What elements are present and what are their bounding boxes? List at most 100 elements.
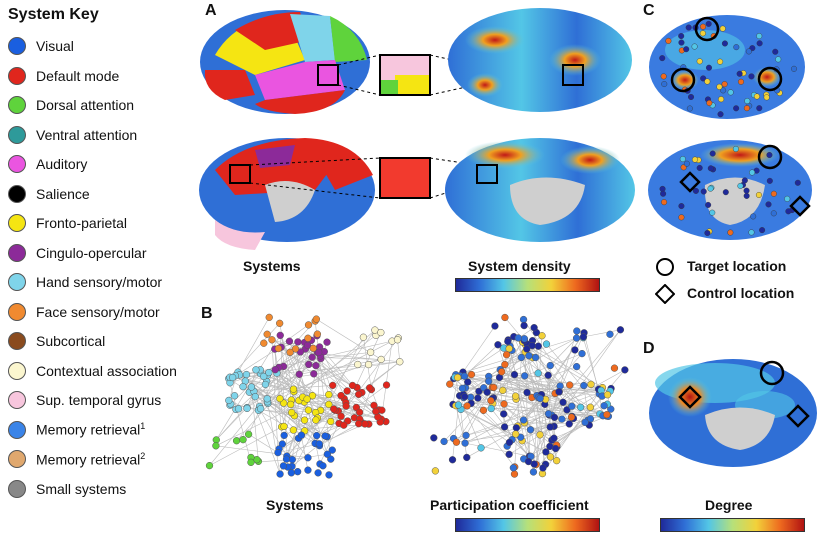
network-node bbox=[494, 341, 502, 349]
brain-node bbox=[659, 55, 666, 62]
brain-node bbox=[772, 48, 779, 55]
network-edge bbox=[237, 317, 270, 373]
system-key-label: Memory retrieval2 bbox=[36, 450, 146, 468]
network-node bbox=[271, 366, 279, 374]
network-node bbox=[550, 413, 559, 422]
system-key-label: Default mode bbox=[36, 67, 120, 84]
network-node bbox=[526, 426, 535, 434]
network-edge bbox=[259, 392, 362, 407]
network-node bbox=[321, 432, 329, 440]
brain-node bbox=[679, 156, 686, 163]
network-edge bbox=[319, 423, 365, 445]
network-node bbox=[355, 390, 363, 399]
network-node bbox=[314, 469, 322, 477]
brain-medial-degree bbox=[649, 359, 817, 467]
network-node bbox=[286, 348, 294, 356]
brain-node bbox=[743, 192, 750, 199]
brain-node bbox=[736, 70, 743, 77]
network-node bbox=[519, 315, 528, 324]
brain-node bbox=[700, 23, 707, 30]
network-node bbox=[586, 403, 595, 411]
network-node bbox=[474, 394, 482, 402]
network-node bbox=[337, 391, 345, 400]
network-edge bbox=[533, 391, 560, 473]
brain-node bbox=[737, 182, 744, 189]
network-edge bbox=[266, 361, 400, 382]
network-node bbox=[372, 407, 380, 416]
network-node bbox=[558, 415, 566, 423]
system-key-item: Memory retrieval2 bbox=[8, 448, 145, 470]
control-location-icon bbox=[655, 284, 675, 304]
network-node bbox=[377, 355, 385, 364]
network-edge bbox=[460, 409, 510, 443]
network-edge bbox=[550, 337, 577, 366]
network-edge bbox=[521, 357, 539, 398]
system-color-swatch bbox=[8, 184, 26, 203]
network-node bbox=[243, 404, 251, 413]
network-node bbox=[252, 366, 260, 374]
system-color-swatch bbox=[8, 302, 26, 321]
brain-node bbox=[750, 213, 757, 220]
network-edge bbox=[258, 410, 320, 446]
network-node bbox=[603, 411, 611, 419]
network-edge bbox=[509, 346, 534, 473]
network-edge bbox=[459, 355, 530, 397]
network-node bbox=[453, 373, 462, 382]
network-node bbox=[355, 408, 364, 416]
network-node bbox=[431, 467, 440, 475]
system-color-swatch bbox=[8, 125, 26, 144]
network-node bbox=[505, 344, 513, 353]
network-node bbox=[539, 464, 547, 472]
network-node bbox=[529, 468, 538, 476]
network-node bbox=[555, 388, 563, 396]
network-node bbox=[247, 458, 255, 466]
network-node bbox=[487, 404, 495, 413]
brain-node bbox=[665, 37, 672, 44]
system-key-item: Sup. temporal gyrus bbox=[8, 389, 161, 411]
brain-node bbox=[794, 179, 801, 186]
brain-node bbox=[721, 40, 728, 47]
network-node bbox=[523, 345, 531, 353]
system-key-label: Subcortical bbox=[36, 333, 106, 349]
network-node bbox=[247, 383, 256, 391]
network-node bbox=[576, 403, 585, 411]
network-node bbox=[370, 401, 378, 410]
network-node bbox=[261, 380, 270, 389]
network-node bbox=[501, 313, 509, 322]
network-edge bbox=[298, 400, 374, 406]
brain-node bbox=[691, 43, 698, 50]
network-node bbox=[285, 337, 294, 345]
brain-lateral-nodes bbox=[649, 15, 805, 119]
brain-node bbox=[748, 73, 755, 80]
network-node bbox=[500, 400, 508, 408]
panel-a-caption-density: System density bbox=[468, 258, 571, 274]
network-node bbox=[342, 402, 350, 410]
network-edge bbox=[284, 417, 318, 436]
panel-d-letter: D bbox=[643, 340, 655, 357]
network-node bbox=[328, 446, 336, 454]
network-node bbox=[276, 331, 284, 339]
network-node bbox=[553, 456, 561, 465]
zoom-inset-medial bbox=[379, 157, 431, 199]
network-node bbox=[504, 337, 512, 346]
network-node bbox=[603, 391, 612, 399]
brain-node bbox=[718, 96, 725, 103]
brain-node bbox=[749, 169, 756, 176]
network-node bbox=[312, 361, 320, 370]
network-node bbox=[234, 405, 243, 413]
network-node bbox=[520, 335, 529, 343]
panel-a-graphic bbox=[199, 8, 635, 250]
network-node bbox=[534, 369, 542, 377]
brain-node bbox=[704, 78, 711, 85]
network-node bbox=[313, 431, 321, 440]
system-key-item: Face sensory/motor bbox=[8, 301, 160, 323]
network-node bbox=[499, 386, 507, 395]
brain-node bbox=[743, 105, 750, 112]
network-node bbox=[538, 332, 546, 340]
control-location-label: Control location bbox=[687, 285, 795, 301]
network-edge bbox=[467, 366, 577, 407]
network-node bbox=[304, 334, 312, 342]
system-key-item: Small systems bbox=[8, 478, 126, 500]
network-node bbox=[315, 440, 323, 448]
network-edge bbox=[550, 369, 626, 458]
